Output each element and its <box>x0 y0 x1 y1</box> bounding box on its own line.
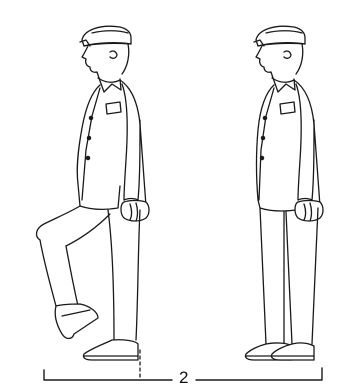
soldier-stepping-figure <box>37 26 149 380</box>
soldier-standing-figure <box>245 26 323 360</box>
count-label: 2 <box>179 369 188 386</box>
